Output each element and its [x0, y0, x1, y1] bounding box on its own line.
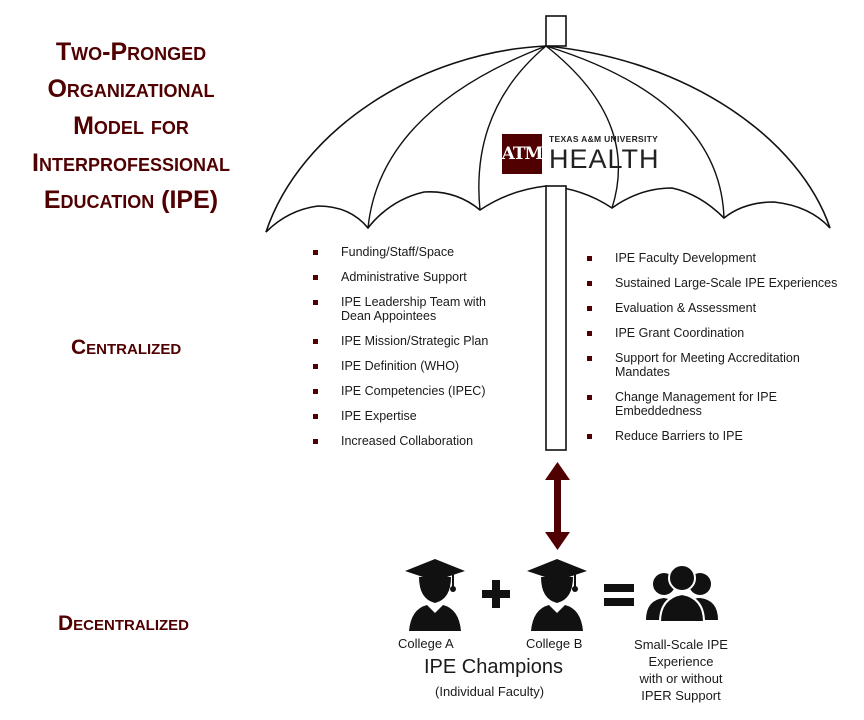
plus-icon — [482, 580, 510, 608]
logo-mark: ATM — [502, 134, 542, 174]
list-item: Funding/Staff/Space — [313, 245, 581, 259]
list-item: Administrative Support — [313, 270, 581, 284]
result-label: Small-Scale IPE Experience with or witho… — [614, 636, 748, 704]
result-line: Experience — [614, 653, 748, 670]
double-arrow-icon — [545, 462, 570, 550]
list-item: Change Management for IPE Embeddedness — [587, 390, 800, 418]
champions-subtitle: (Individual Faculty) — [435, 684, 544, 699]
list-item: IPE Competencies (IPEC) — [313, 384, 581, 398]
list-item: Support for Meeting Accreditation Mandat… — [587, 351, 830, 379]
result-line: IPER Support — [614, 687, 748, 704]
logo-title: HEALTH — [549, 146, 660, 173]
college-b-label: College B — [526, 636, 582, 651]
list-item: Sustained Large-Scale IPE Experiences — [587, 276, 864, 290]
list-item: Increased Collaboration — [313, 434, 581, 448]
graduate-icon — [527, 559, 587, 631]
list-item: Evaluation & Assessment — [587, 301, 864, 315]
result-line: Small-Scale IPE — [614, 636, 748, 653]
graduate-icon — [405, 559, 465, 631]
umbrella-tip — [546, 16, 566, 46]
champions-title: IPE Champions — [424, 656, 563, 679]
list-item: IPE Definition (WHO) — [313, 359, 581, 373]
list-item: IPE Faculty Development — [587, 251, 864, 265]
logo-subtitle: TEXAS A&M UNIVERSITY — [549, 135, 660, 144]
equals-icon — [604, 584, 634, 606]
list-item: IPE Grant Coordination — [587, 326, 864, 340]
list-item: IPE Expertise — [313, 409, 581, 423]
list-item: IPE Leadership Team with Dean Appointees — [313, 295, 511, 323]
list-item: IPE Mission/Strategic Plan — [313, 334, 581, 348]
group-icon — [646, 565, 718, 622]
list-item: Reduce Barriers to IPE — [587, 429, 864, 443]
centralized-list-right: IPE Faculty Development Sustained Large-… — [587, 251, 864, 454]
result-line: with or without — [614, 670, 748, 687]
college-a-label: College A — [398, 636, 454, 651]
tamu-health-logo: ATM TEXAS A&M UNIVERSITY HEALTH — [502, 134, 660, 174]
centralized-list-left: Funding/Staff/Space Administrative Suppo… — [313, 245, 581, 459]
